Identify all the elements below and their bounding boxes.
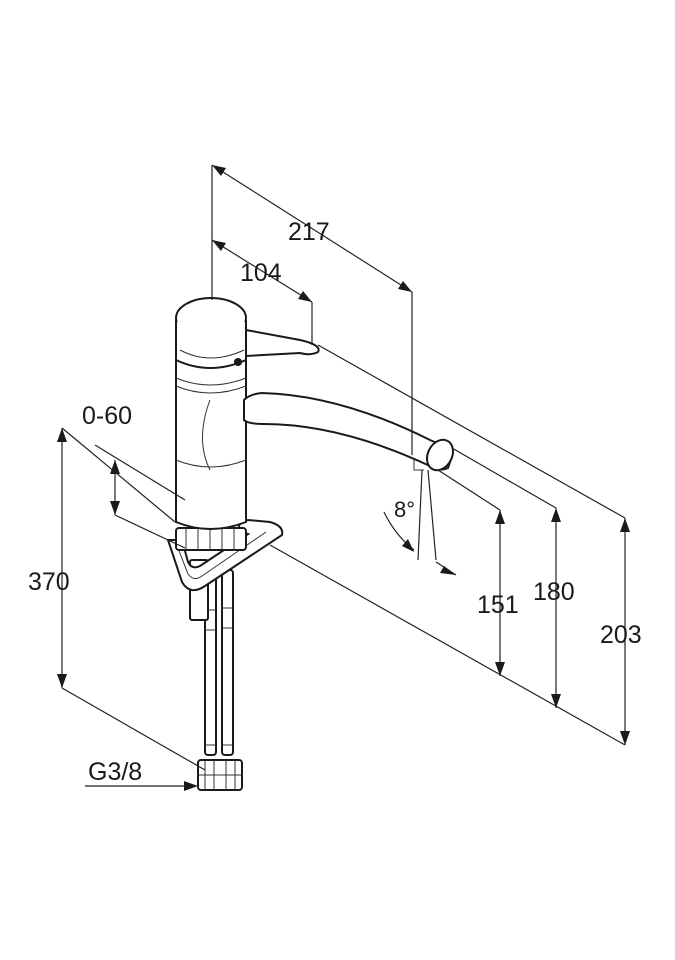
hose-connector (197, 759, 243, 791)
angle-8-line-b (417, 469, 423, 561)
mounting-plate (166, 518, 284, 592)
label-180: 180 (533, 578, 575, 606)
dimension-217-line (211, 164, 413, 293)
spout (243, 391, 454, 472)
lever-handle (175, 297, 320, 369)
angle-8-line-a (427, 469, 437, 561)
dimension-104-line (211, 239, 313, 303)
supply-hoses (204, 569, 234, 756)
dimension-lines (57, 164, 630, 791)
label-0-60: 0-60 (82, 402, 132, 430)
label-217: 217 (288, 218, 330, 246)
faucet-body (175, 320, 247, 530)
label-151: 151 (477, 591, 519, 619)
faucet-illustration (166, 297, 454, 791)
label-104: 104 (240, 259, 282, 287)
label-370: 370 (28, 568, 70, 596)
dimension-labels: 217 104 0-60 370 G3/8 8° 151 180 203 (28, 218, 642, 786)
label-g38: G3/8 (88, 758, 142, 786)
label-8-degrees: 8° (394, 497, 415, 522)
label-203: 203 (600, 621, 642, 649)
